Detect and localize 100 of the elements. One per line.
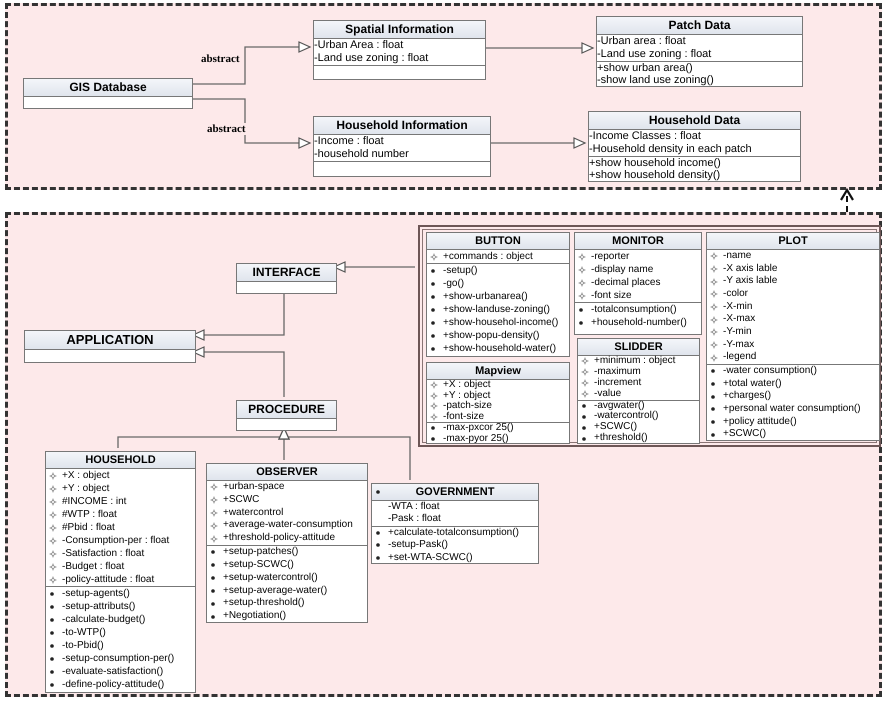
attribute-text: #WTP : float xyxy=(62,509,117,520)
generalization-arrow xyxy=(190,98,311,149)
method-text: +setup-watercontrol() xyxy=(223,572,318,583)
attribute-text: -font-size xyxy=(443,410,484,422)
method-text: -to-WTP() xyxy=(62,627,106,638)
attribute-text: -font size xyxy=(591,290,632,301)
attribute-text: -X axis lable xyxy=(723,262,778,274)
method-text: +Negotiation() xyxy=(223,610,286,622)
class-box xyxy=(313,116,491,177)
attribute-text: +average-water-consumption xyxy=(223,519,353,530)
method-text: +show household income() xyxy=(589,156,721,168)
attribute-text: -Income : float xyxy=(314,135,384,147)
method-text: +household-number() xyxy=(591,317,687,328)
method-text: +show-household-water() xyxy=(443,343,556,354)
class-box xyxy=(588,111,801,182)
class-name: OBSERVER xyxy=(256,466,318,478)
class-name: PLOT xyxy=(778,235,808,247)
class-box xyxy=(426,232,570,357)
method-text: +show-househol-income() xyxy=(443,317,558,328)
attribute-text: -Urban area : float xyxy=(597,35,686,47)
class-name: Spatial Information xyxy=(345,22,454,36)
generalization-arrow xyxy=(190,41,311,85)
attribute-text: -decimal places xyxy=(591,277,660,288)
method-text: -setup-attributs() xyxy=(62,601,136,612)
method-text: -totalconsumption() xyxy=(591,304,677,315)
attribute-text: -Pask : float xyxy=(388,513,441,524)
class-box xyxy=(596,16,803,87)
method-text: +show-landuse-zoning() xyxy=(443,304,550,315)
class-box xyxy=(577,338,700,444)
attribute-text: +SCWC xyxy=(223,494,260,505)
method-text: +setup-average-water() xyxy=(223,584,328,596)
method-text: -avgwater() xyxy=(594,400,645,410)
attribute-text: -Y-max xyxy=(723,338,754,350)
generalization-arrow xyxy=(483,42,594,54)
method-text: -show land use zoning() xyxy=(597,74,714,86)
class-name: SLIDDER xyxy=(614,341,663,353)
class-box xyxy=(45,451,196,693)
class-box xyxy=(206,463,368,623)
attribute-text: #Pbid : float xyxy=(62,522,115,533)
method-text: +SCWC() xyxy=(723,428,766,440)
method-text: +setup-SCWC() xyxy=(223,558,294,570)
attribute-text: -Satisfaction : float xyxy=(62,548,144,559)
attribute-text: -Budget : float xyxy=(62,561,124,572)
generalization-arrow xyxy=(488,137,586,149)
method-text: +threshold() xyxy=(594,432,648,443)
attribute-text: -Urban Area : float xyxy=(314,39,404,51)
attribute-text: -value xyxy=(594,388,622,399)
attribute-text: -Household density in each patch xyxy=(589,142,752,155)
method-text: +calculate-totalconsumption() xyxy=(388,526,519,538)
attribute-text: -household number xyxy=(314,148,409,160)
class-name: Mapview xyxy=(475,365,521,377)
class-name: PROCEDURE xyxy=(248,402,325,416)
method-text: -setup-Pask() xyxy=(388,539,448,550)
class-name: GIS Database xyxy=(69,80,147,94)
class-name: HOUSEHOLD xyxy=(85,454,156,466)
attribute-text: -name xyxy=(723,250,752,261)
method-text: +SCWC() xyxy=(594,421,638,432)
class-box xyxy=(426,362,570,444)
method-text: +show household density() xyxy=(589,169,720,181)
method-text: -go() xyxy=(443,278,464,289)
attribute-text: -WTA : float xyxy=(388,501,440,512)
method-text: -to-Pbid() xyxy=(62,640,104,651)
class-box xyxy=(313,20,486,80)
class-box xyxy=(24,330,196,363)
attribute-text: -Y-min xyxy=(723,326,752,337)
class-name: BUTTON xyxy=(475,235,521,247)
method-text: -max-pxcor 25() xyxy=(443,422,514,433)
class-name: APPLICATION xyxy=(66,332,154,347)
method-text: +charges() xyxy=(723,390,772,402)
method-text: +total water() xyxy=(723,378,782,389)
class-name: GOVERNMENT xyxy=(416,486,494,498)
method-text: -water consumption() xyxy=(723,364,817,376)
method-text: +show urban area() xyxy=(597,62,693,74)
method-text: +set-WTA-SCWC() xyxy=(388,552,473,563)
attribute-text: +minimum : object xyxy=(594,355,676,366)
class-box xyxy=(236,400,337,431)
class-name: Household Data xyxy=(648,113,740,127)
method-text: -setup-consumption-per() xyxy=(62,653,174,664)
method-text: +show-urbanarea() xyxy=(443,291,528,302)
class-name: Patch Data xyxy=(668,18,731,32)
class-name: INTERFACE xyxy=(252,265,320,279)
attribute-text: -reporter xyxy=(591,251,630,262)
attribute-text: -Consumption-per : float xyxy=(62,535,170,546)
attribute-text: +X : object xyxy=(443,379,491,390)
class-box xyxy=(706,232,880,441)
method-text: -calculate-budget() xyxy=(62,614,146,625)
package-frame xyxy=(5,212,882,697)
attribute-text: -color xyxy=(723,288,748,299)
attribute-text: +X : object xyxy=(62,470,110,481)
attribute-text: +watercontrol xyxy=(223,506,284,518)
method-text: -max-pyor 25() xyxy=(443,432,509,443)
method-text: -setup-agents() xyxy=(62,588,130,599)
attribute-text: +Y : object xyxy=(62,483,110,494)
method-text: -setup() xyxy=(443,265,478,276)
class-name: Household Information xyxy=(336,118,468,132)
attribute-text: -display name xyxy=(591,264,654,275)
edge-label: abstract xyxy=(206,123,246,135)
attribute-text: +urban-space xyxy=(223,481,284,492)
attribute-text: +threshold-policy-attitude xyxy=(223,532,336,544)
attribute-text: -policy-attitude : float xyxy=(62,574,154,585)
